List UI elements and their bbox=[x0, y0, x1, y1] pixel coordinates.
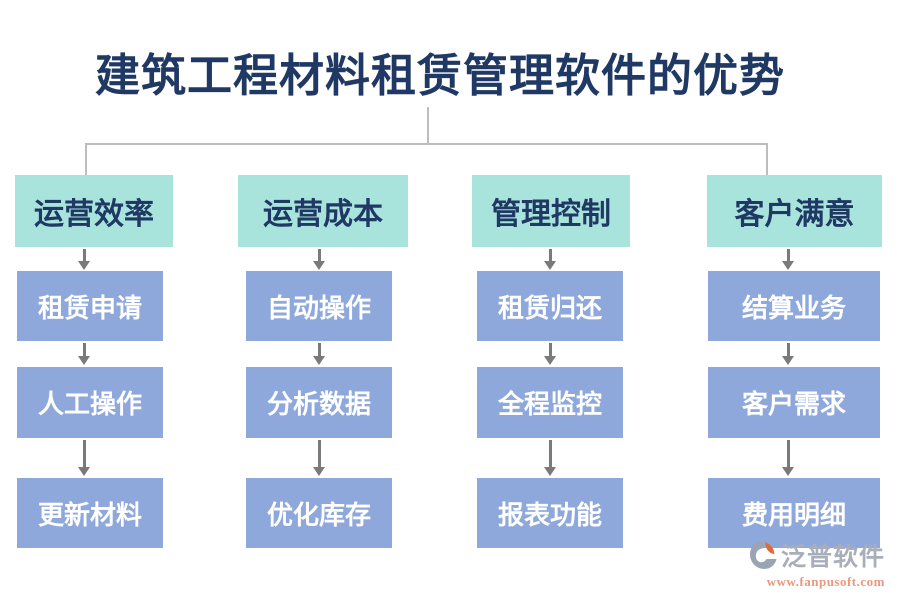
brand-watermark: 泛普软件 www.fanpusoft.com bbox=[749, 537, 885, 590]
column-header-label: 运营效率 bbox=[34, 198, 154, 231]
flow-item: 租赁归还 bbox=[477, 271, 623, 341]
fanpu-logo-icon bbox=[749, 540, 777, 570]
connector-line-horizontal bbox=[85, 143, 768, 145]
flow-item: 客户需求 bbox=[708, 367, 880, 438]
down-arrow-icon bbox=[78, 440, 90, 476]
flow-item: 报表功能 bbox=[477, 478, 623, 548]
flow-item: 人工操作 bbox=[17, 367, 163, 438]
flow-item-label: 全程监控 bbox=[497, 390, 602, 419]
down-arrow-icon bbox=[782, 343, 794, 365]
flow-item-label: 更新材料 bbox=[37, 500, 142, 530]
column-header: 客户满意 bbox=[707, 175, 882, 247]
flow-item-label: 租赁归还 bbox=[497, 293, 602, 323]
flow-item-label: 费用明细 bbox=[741, 500, 846, 530]
down-arrow-icon bbox=[544, 249, 556, 270]
flow-item-label: 结算业务 bbox=[741, 293, 846, 323]
flow-item-label: 客户需求 bbox=[741, 390, 846, 419]
down-arrow-icon bbox=[78, 343, 90, 365]
column-header-label: 管理控制 bbox=[491, 198, 611, 231]
down-arrow-icon bbox=[544, 343, 556, 365]
brand-url: www.fanpusoft.com bbox=[766, 574, 885, 589]
page-title: 建筑工程材料租赁管理软件的优势 bbox=[94, 51, 785, 101]
column-header-label: 客户满意 bbox=[734, 198, 855, 231]
column-header-label: 运营成本 bbox=[263, 198, 383, 231]
connector-line-right-drop bbox=[766, 144, 768, 175]
down-arrow-icon bbox=[782, 249, 794, 270]
connector-line-left-drop bbox=[85, 144, 87, 175]
flow-item: 全程监控 bbox=[477, 367, 623, 438]
down-arrow-icon bbox=[313, 343, 325, 365]
down-arrow-icon bbox=[313, 440, 325, 476]
flow-item: 结算业务 bbox=[708, 271, 880, 341]
flow-item-label: 自动操作 bbox=[266, 293, 371, 323]
flow-item-label: 分析数据 bbox=[266, 390, 371, 419]
down-arrow-icon bbox=[78, 249, 90, 270]
flow-item-label: 租赁申请 bbox=[37, 293, 142, 323]
flow-item: 租赁申请 bbox=[17, 271, 163, 341]
flow-item: 费用明细 bbox=[708, 478, 880, 548]
flow-item-label: 人工操作 bbox=[37, 390, 142, 419]
column-header: 运营成本 bbox=[238, 175, 408, 247]
column-header: 管理控制 bbox=[472, 175, 630, 247]
flow-item-label: 报表功能 bbox=[497, 500, 602, 530]
connector-line-vertical-stem bbox=[427, 107, 429, 144]
flow-item: 分析数据 bbox=[246, 367, 392, 438]
flow-item: 更新材料 bbox=[17, 478, 163, 548]
flow-item-label: 优化库存 bbox=[266, 500, 371, 530]
column-header: 运营效率 bbox=[15, 175, 173, 247]
brand-name: 泛普软件 bbox=[780, 544, 885, 571]
flow-item: 自动操作 bbox=[246, 271, 392, 341]
down-arrow-icon bbox=[313, 249, 325, 270]
down-arrow-icon bbox=[544, 440, 556, 476]
down-arrow-icon bbox=[782, 440, 794, 476]
flow-item: 优化库存 bbox=[246, 478, 392, 548]
